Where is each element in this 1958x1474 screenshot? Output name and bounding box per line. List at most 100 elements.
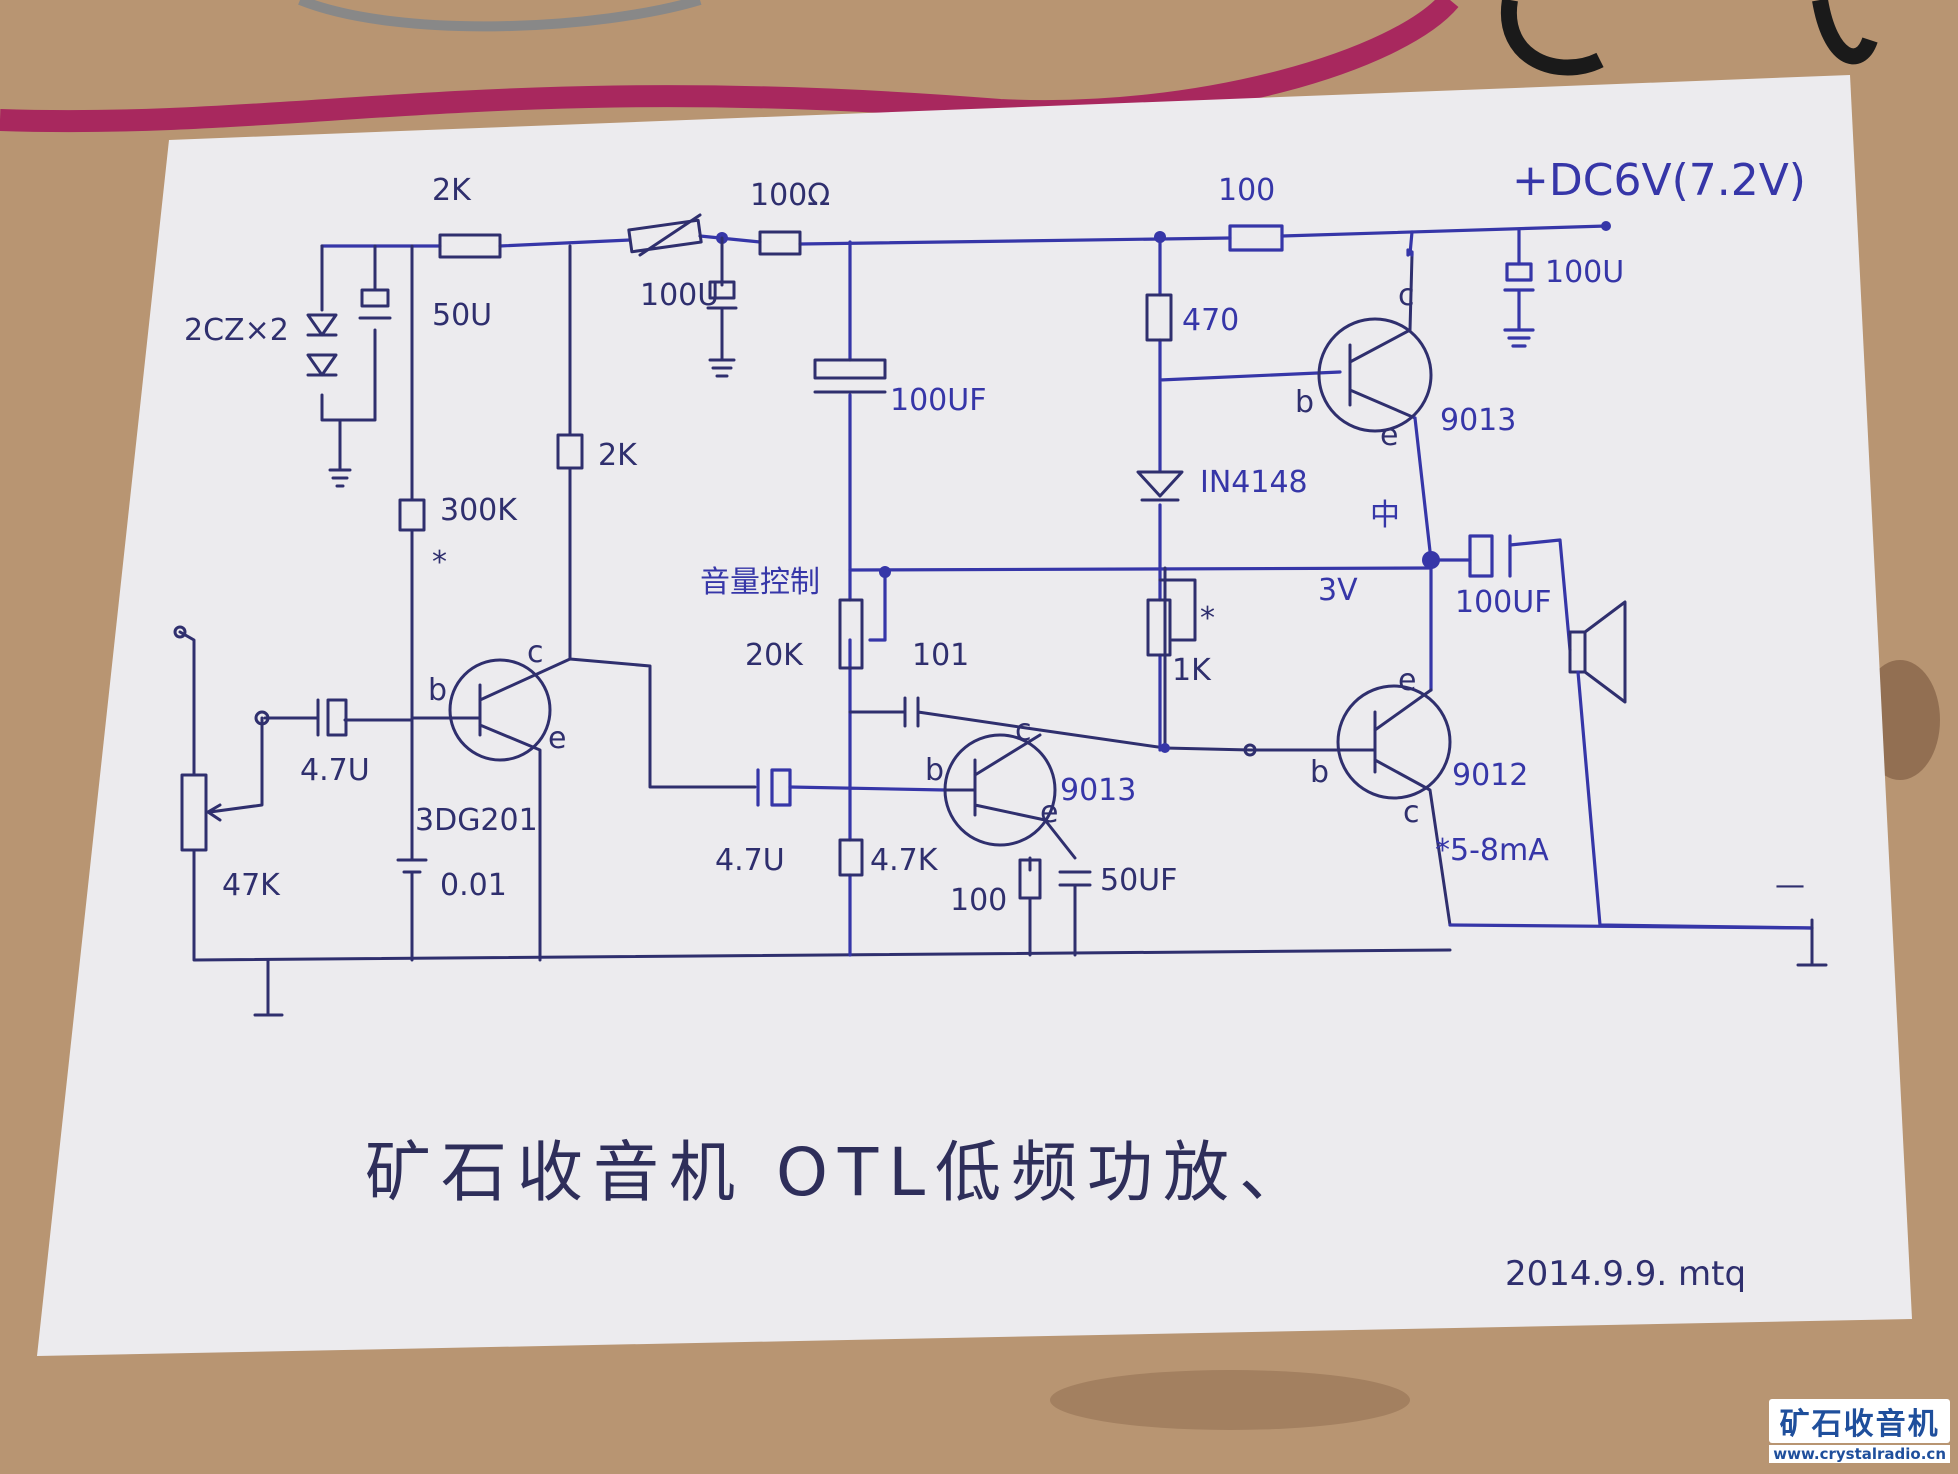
resistor-100ohm xyxy=(758,230,802,256)
speaker-icon xyxy=(1568,600,1627,704)
supply-terminal xyxy=(1601,221,1611,231)
label-1k: 1K xyxy=(1172,653,1212,688)
supply-label: +DC6V(7.2V) xyxy=(1512,155,1806,206)
label-2cz: 2CZ×2 xyxy=(184,313,289,348)
label-9012: 9012 xyxy=(1452,758,1528,793)
watermark-url: www.crystalradio.cn xyxy=(1769,1445,1950,1463)
label-pin-b1: b xyxy=(428,673,447,708)
label-pin-b3: b xyxy=(1295,385,1314,420)
label-pin-c1: c xyxy=(527,635,544,670)
potentiometer-20k xyxy=(838,598,864,670)
midpoint-dot xyxy=(1422,551,1440,569)
potentiometer-1k xyxy=(1146,598,1172,657)
thermistor-slash xyxy=(638,213,702,257)
bottom-right-rail xyxy=(1448,923,1814,930)
label-0.01: 0.01 xyxy=(440,868,507,903)
ground-symbol-left xyxy=(253,958,284,1017)
date-signature: 2014.9.9. mtq xyxy=(1505,1254,1746,1294)
pink-cable xyxy=(0,0,1459,133)
diagram-title: 矿石收音机 OTL低频功放、 xyxy=(365,1134,1315,1211)
resistor-470 xyxy=(1145,293,1173,342)
input-cap-wire xyxy=(263,698,414,737)
label-50uf: 50UF xyxy=(1100,863,1177,898)
label-470: 470 xyxy=(1182,303,1239,338)
label-5-8ma: *5-8mA xyxy=(1435,833,1549,868)
label-pin-c2: c xyxy=(1015,713,1032,748)
junction-dot xyxy=(879,566,891,578)
watermark-name: 矿石收音机 xyxy=(1769,1399,1950,1443)
transistor-9013-upper-leads xyxy=(1348,248,1417,420)
thermistor xyxy=(627,218,703,254)
cap-100uf-output-plate xyxy=(1508,534,1572,652)
top-rail-wire xyxy=(320,224,1608,248)
label-1k-mark: * xyxy=(1200,601,1215,636)
label-2k-top: 2K xyxy=(432,173,472,208)
cap-0.01 xyxy=(396,858,428,962)
diode-2cz-icon xyxy=(306,313,338,377)
label-4.7u-coupling: 4.7U xyxy=(715,843,785,878)
label-pin-e4: e xyxy=(1398,663,1416,698)
watermark: 矿石收音机 www.crystalradio.cn xyxy=(1769,1399,1950,1463)
label-9013-driver: 9013 xyxy=(1060,773,1136,808)
label-9013-upper: 9013 xyxy=(1440,403,1516,438)
transistor-9012-leads xyxy=(1248,688,1452,927)
cap-100u-supply-wire xyxy=(1503,228,1535,348)
label-pin-b2: b xyxy=(925,753,944,788)
label-100: 100 xyxy=(1218,173,1275,208)
cap-50uf-emitter xyxy=(1028,870,1092,957)
diode-1n4148-icon xyxy=(1136,470,1184,502)
label-pin-c4: c xyxy=(1403,795,1420,830)
paper-sheet xyxy=(37,75,1912,1356)
label-4.7u-input: 4.7U xyxy=(300,753,370,788)
ground-symbol-right xyxy=(1796,918,1828,967)
label-3v: 3V xyxy=(1318,573,1358,608)
junction-dot xyxy=(1160,743,1170,753)
cap-101 xyxy=(848,696,1042,732)
output-bias-wires xyxy=(1158,235,1342,752)
transistor-9013-upper xyxy=(1317,317,1433,433)
label-300k: 300K xyxy=(440,493,518,528)
label-20k: 20K xyxy=(745,638,804,673)
label-pin-e1: e xyxy=(548,721,566,756)
label-47k: 47K xyxy=(222,868,281,903)
label-50u: 50U xyxy=(432,298,492,333)
resistor-100 xyxy=(1228,224,1284,252)
cap-4.7u-input xyxy=(326,698,348,737)
label-pin-c3: c xyxy=(1398,278,1415,313)
transistor-3dg201 xyxy=(448,658,552,762)
input-terminal[interactable] xyxy=(173,625,187,639)
label-1n4148: IN4148 xyxy=(1200,465,1308,500)
label-100u: 100U xyxy=(640,278,719,313)
cap-100u xyxy=(708,280,736,300)
label-101: 101 xyxy=(912,638,969,673)
cap-100uf-output xyxy=(1468,534,1494,578)
label-100u-supply: 100U xyxy=(1545,255,1624,290)
label-2k-collector: 2K xyxy=(598,438,638,473)
black-cable xyxy=(1500,0,1878,76)
label-mid: 中 xyxy=(1370,498,1400,533)
minus-label: — xyxy=(1775,868,1805,903)
label-300k-mark: * xyxy=(432,545,447,580)
transistor-9012 xyxy=(1336,684,1452,800)
bias-wires xyxy=(320,244,377,488)
resistor-2k-top xyxy=(438,233,502,259)
cap-50u xyxy=(360,288,390,308)
transistor-3dg201-leads xyxy=(410,657,757,962)
resistor-2k-collector xyxy=(556,433,584,470)
stage2-wires xyxy=(788,240,947,957)
label-100-emitter: 100 xyxy=(950,883,1007,918)
label-100uf-output: 100UF xyxy=(1455,585,1551,620)
pot-1k-wiper xyxy=(1158,578,1197,642)
label-100uf-stage2: 100UF xyxy=(890,383,986,418)
decoupling-wire xyxy=(708,236,736,378)
label-100ohm: 100Ω xyxy=(750,178,830,213)
pot-47k-wires xyxy=(178,630,1452,962)
cap-100uf-stage2 xyxy=(813,358,887,380)
grey-cable xyxy=(298,0,702,32)
junction-dot xyxy=(1243,743,1257,757)
resistor-4.7k xyxy=(838,838,864,877)
label-4.7k: 4.7K xyxy=(870,843,939,878)
transistor-9013-driver-leads xyxy=(943,733,1077,872)
